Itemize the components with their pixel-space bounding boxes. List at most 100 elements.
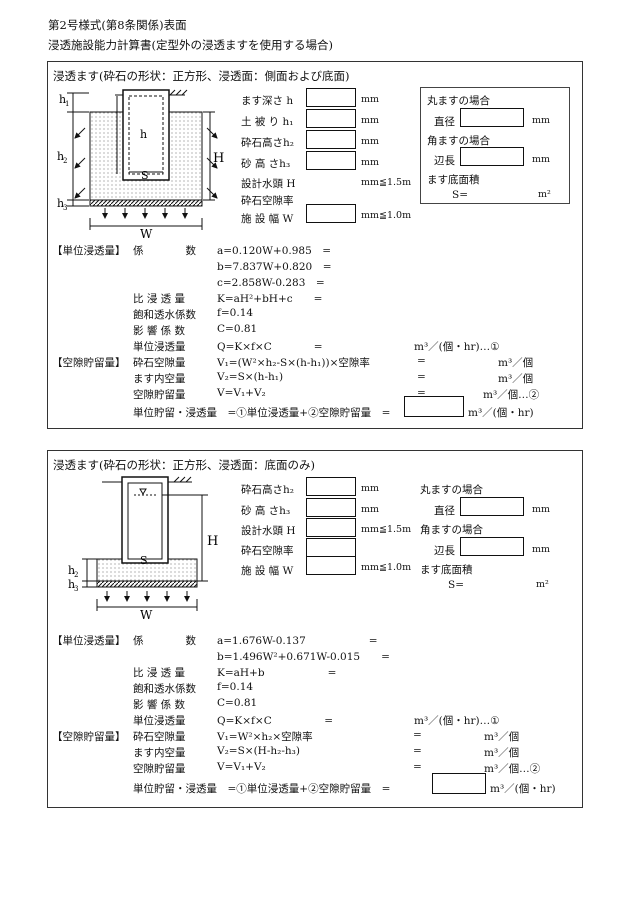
diameter-label: 直径 — [434, 116, 455, 128]
width-input[interactable] — [306, 556, 356, 575]
section2-title: 浸透ます(砕石の形状：正方形、浸透面：底面のみ) — [53, 458, 315, 472]
coef-label: 係 数 — [133, 635, 196, 647]
v2-formula: V₂=S×(H-h₂-h₃) — [217, 745, 300, 757]
label-S: S — [140, 554, 148, 567]
storage-heading: 【空隙貯留量】 — [52, 731, 126, 743]
form-number: 第2号様式(第8条関係)表面 — [48, 18, 187, 32]
unit: mm — [361, 483, 380, 494]
section-side-and-bottom — [47, 61, 583, 429]
depth-input[interactable] — [306, 88, 356, 107]
unit-infiltration-heading: 【単位浸透量】 — [52, 245, 126, 257]
coef-a-formula: a=0.120W+0.985 = — [217, 245, 332, 257]
label-h2: h — [57, 150, 64, 163]
v-formula: V=V₁+V₂ — [217, 761, 266, 773]
square-basin-title: 角ますの場合 — [420, 524, 483, 536]
coef-c-formula: c=2.858W-0.283 = — [217, 277, 325, 289]
q-formula: Q=K×f×C = — [217, 715, 334, 727]
label-H: H — [213, 151, 224, 166]
q-formula: Q=K×f×C = — [217, 341, 323, 353]
document-title: 浸透施設能力計算書(定型外の浸透ますを使用する場合) — [48, 38, 333, 52]
label-h1: h — [59, 93, 66, 106]
v-formula: V=V₁+V₂ — [217, 387, 266, 399]
section1-title: 浸透ます(砕石の形状：正方形、浸透面：側面および底面) — [53, 69, 350, 83]
v-unit: m³／個…② — [484, 763, 541, 775]
k-formula: K=aH+b = — [217, 667, 337, 679]
side-input[interactable] — [460, 147, 524, 166]
q-label: 単位浸透量 — [133, 715, 186, 727]
q-unit: m³／(個・hr)…① — [414, 341, 500, 353]
field-label-width: 施 設 幅 W — [241, 565, 294, 577]
cover-input[interactable] — [306, 109, 356, 128]
field-label-sand-height: 砂 高 さh₃ — [241, 505, 291, 517]
v1-formula: V₁=W²×h₂×空隙率 — [217, 731, 313, 743]
f-label: 飽和透水係数 — [133, 309, 196, 321]
c-label: 影 響 係 数 — [133, 699, 186, 711]
section-bottom-only — [47, 450, 583, 808]
total-input[interactable] — [404, 396, 464, 417]
label-H: H — [207, 534, 218, 549]
basin-area-box — [420, 87, 570, 204]
svg-text:3: 3 — [74, 585, 78, 593]
field-label-cover: 土 被 り h₁ — [241, 116, 294, 128]
unit: mm — [532, 504, 551, 515]
infiltration-basin-diagram-1: h 1 h 2 h 3 h H S W — [57, 89, 224, 241]
svg-text:2: 2 — [63, 157, 67, 165]
field-label-sand-height: 砂 高 さh₃ — [241, 158, 291, 170]
v-equals: = — [413, 761, 422, 773]
round-basin-title: 丸ますの場合 — [427, 95, 490, 107]
total-input[interactable] — [432, 773, 486, 794]
sand-height-input[interactable] — [306, 151, 356, 170]
v1-equals: = — [417, 355, 426, 367]
total-unit: m³／(個・hr) — [468, 407, 534, 419]
label-h2: h — [68, 564, 75, 577]
k-formula: K=aH²+bH+c = — [217, 293, 323, 305]
sand-height-input[interactable] — [306, 498, 356, 517]
gravel-height-input[interactable] — [306, 477, 356, 496]
area-label: S= — [448, 579, 464, 591]
v1-label: 砕石空隙量 — [133, 357, 186, 369]
diameter-input[interactable] — [460, 497, 524, 516]
label-h: h — [140, 128, 147, 141]
side-input[interactable] — [460, 537, 524, 556]
total-label: 単位貯留・浸透量 =①単位浸透量+②空隙貯留量 = — [133, 783, 391, 795]
unit: mm — [532, 544, 551, 555]
area-title: ます底面積 — [427, 174, 480, 186]
head-input[interactable] — [306, 518, 356, 537]
v2-formula: V₂=S×(h-h₁) — [217, 371, 284, 383]
coef-a-formula: a=1.676W-0.137 = — [217, 635, 378, 647]
label-h3: h — [57, 197, 64, 210]
v1-unit: m³／個 — [484, 731, 520, 743]
diameter-label: 直径 — [434, 505, 455, 517]
diameter-input[interactable] — [460, 108, 524, 127]
gravel-height-input[interactable] — [306, 130, 356, 149]
area-title: ます底面積 — [420, 564, 473, 576]
v2-equals: = — [413, 745, 422, 757]
f-value: f=0.14 — [217, 307, 254, 319]
coef-label: 係 数 — [133, 245, 196, 257]
f-value: f=0.14 — [217, 681, 254, 693]
k-label: 比 浸 透 量 — [133, 293, 186, 305]
v2-equals: = — [417, 371, 426, 383]
v2-label: ます内空量 — [133, 747, 186, 759]
v2-unit: m³／個 — [498, 373, 534, 385]
label-S: S — [141, 169, 149, 182]
v-equals: = — [417, 387, 426, 399]
v1-equals: = — [413, 729, 422, 741]
width-input[interactable] — [306, 204, 356, 223]
storage-heading: 【空隙貯留量】 — [52, 357, 126, 369]
unit: mm — [532, 154, 551, 165]
field-label-head: 設計水頭 H — [241, 178, 296, 190]
c-value: C=0.81 — [217, 697, 258, 709]
unit: mm — [532, 115, 551, 126]
label-W: W — [140, 608, 153, 622]
coef-b-formula: b=1.496W²+0.671W-0.015 = — [217, 651, 390, 663]
square-basin-title: 角ますの場合 — [427, 135, 490, 147]
unit: mm — [361, 136, 380, 147]
infiltration-basin-diagram-2: h 2 h 3 H S W — [68, 476, 218, 622]
v2-unit: m³／個 — [484, 747, 520, 759]
unit: mm — [361, 157, 380, 168]
v-label: 空隙貯留量 — [133, 763, 186, 775]
svg-text:3: 3 — [63, 204, 67, 212]
porosity-input[interactable] — [306, 538, 356, 557]
q-label: 単位浸透量 — [133, 341, 186, 353]
